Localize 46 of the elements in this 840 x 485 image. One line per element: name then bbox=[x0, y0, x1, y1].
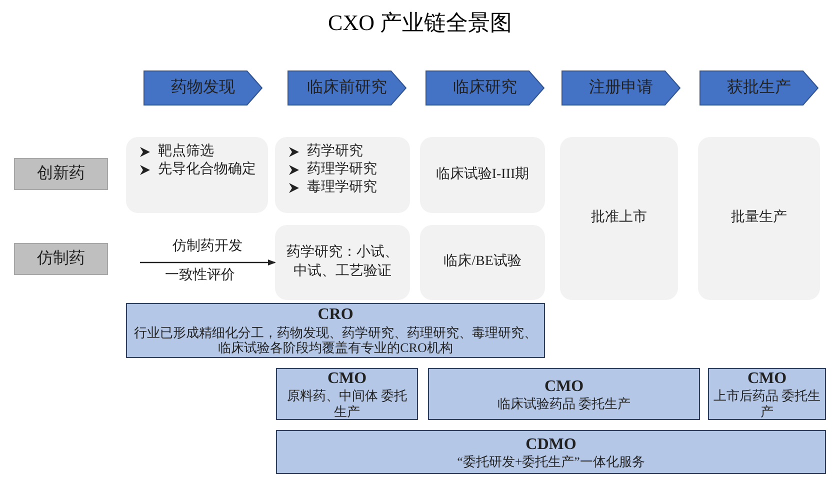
phase-heading bbox=[425, 70, 545, 106]
step-box bbox=[275, 225, 410, 300]
service-title: CDMO bbox=[526, 434, 576, 454]
step-text: 靶点筛选 bbox=[158, 143, 214, 161]
step-text: 临床试验I-III期 bbox=[436, 166, 530, 184]
phase-label: 临床研究 bbox=[453, 78, 517, 98]
step-text: 先导化合物确定 bbox=[158, 161, 256, 180]
phase-label: 临床前研究 bbox=[307, 78, 387, 98]
step-text: 毒理学研究 bbox=[307, 179, 377, 198]
step-text: 批准上市 bbox=[591, 209, 647, 228]
step-box bbox=[275, 137, 410, 213]
phase-label: 注册申请 bbox=[589, 78, 653, 98]
step-text: 临床/BE试验 bbox=[444, 253, 522, 272]
service-title: CMO bbox=[327, 368, 367, 388]
edge-label: 仿制药开发 bbox=[172, 237, 244, 254]
category-label: 创新药 bbox=[37, 164, 85, 184]
diagram-title: CXO 产业链全景图 bbox=[327, 9, 513, 37]
phase-heading bbox=[561, 70, 681, 106]
arrow-caption: 一致性评价 bbox=[164, 266, 236, 284]
phase-heading bbox=[699, 70, 819, 106]
phase-heading bbox=[143, 70, 263, 106]
service-title: CRO bbox=[318, 305, 354, 324]
category-label: 仿制药 bbox=[37, 248, 85, 269]
step-text: 药理学研究 bbox=[307, 161, 377, 179]
step-box bbox=[126, 137, 268, 213]
service-title: CMO bbox=[544, 376, 584, 396]
phase-label: 获批生产 bbox=[727, 78, 791, 98]
service-description: 原料药、中间体 委托生产 bbox=[286, 388, 408, 420]
category-box bbox=[14, 243, 108, 275]
service-box bbox=[126, 303, 545, 358]
service-title: CMO bbox=[747, 368, 787, 388]
arrow bbox=[140, 260, 276, 266]
step-text: 药学研究：小试、中试、工艺验证 bbox=[286, 244, 400, 280]
service-box bbox=[708, 368, 826, 420]
service-description: “委托研发+委托生产”一体化服务 bbox=[456, 454, 646, 470]
service-description: 上市后药品 委托生产 bbox=[712, 388, 822, 420]
phase-label: 药物发现 bbox=[171, 78, 235, 98]
phase-heading bbox=[287, 70, 407, 106]
service-box bbox=[428, 368, 700, 420]
step-text: 批量生产 bbox=[731, 209, 787, 228]
service-box bbox=[276, 430, 826, 474]
step-text: 药学研究 bbox=[307, 143, 363, 161]
service-description: 临床试验药品 委托生产 bbox=[496, 396, 632, 412]
category-box bbox=[14, 158, 108, 190]
service-box bbox=[276, 368, 418, 420]
service-description: 行业已形成精细化分工，药物发现、药学研究、药理研究、毒理研究、临床试验各阶段均覆盖有专业的CRO机构 bbox=[133, 324, 538, 356]
